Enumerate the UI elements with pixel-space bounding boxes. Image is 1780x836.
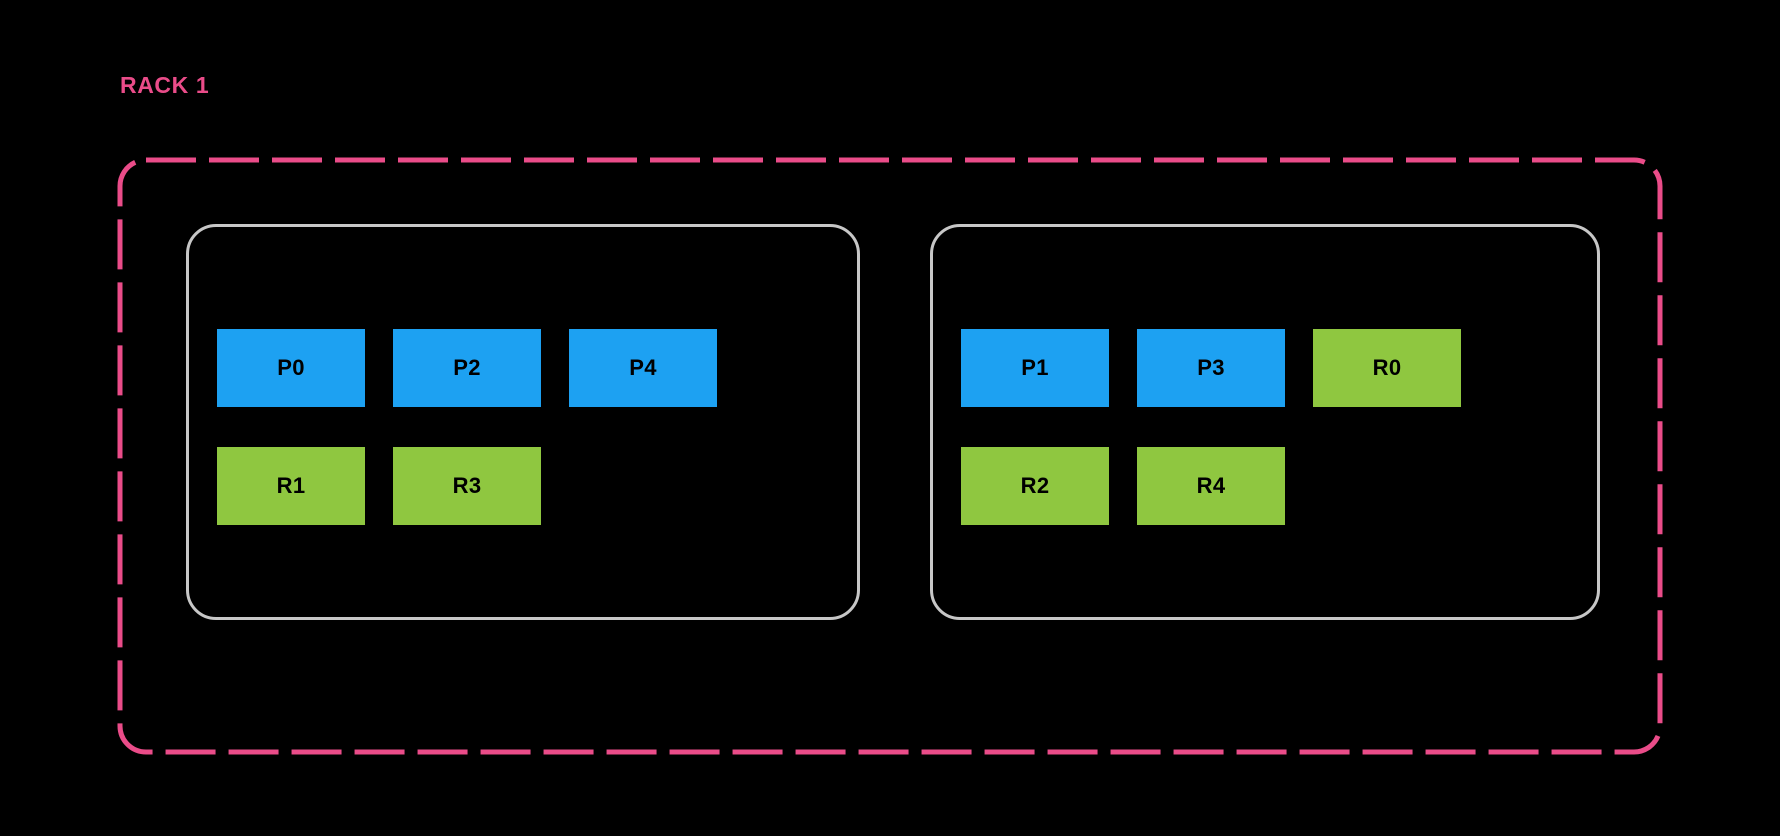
chip-p4[interactable]: P4 (569, 329, 717, 407)
rack-boundary (117, 157, 1663, 755)
chip-r2[interactable]: R2 (961, 447, 1109, 525)
node-2[interactable]: P1 P3 R0 R2 R4 (930, 224, 1600, 620)
chip-p0[interactable]: P0 (217, 329, 365, 407)
chip-p1[interactable]: P1 (961, 329, 1109, 407)
chip-r0[interactable]: R0 (1313, 329, 1461, 407)
chip-p2[interactable]: P2 (393, 329, 541, 407)
chip-r3[interactable]: R3 (393, 447, 541, 525)
chip-p3[interactable]: P3 (1137, 329, 1285, 407)
node-1-contents: P0 P2 P4 R1 R3 (189, 227, 857, 617)
node-1[interactable]: P0 P2 P4 R1 R3 (186, 224, 860, 620)
rack-label: RACK 1 (120, 72, 210, 98)
node-2-contents: P1 P3 R0 R2 R4 (933, 227, 1597, 617)
rack-dashed-outline (117, 157, 1663, 755)
chip-r1[interactable]: R1 (217, 447, 365, 525)
chip-r4[interactable]: R4 (1137, 447, 1285, 525)
